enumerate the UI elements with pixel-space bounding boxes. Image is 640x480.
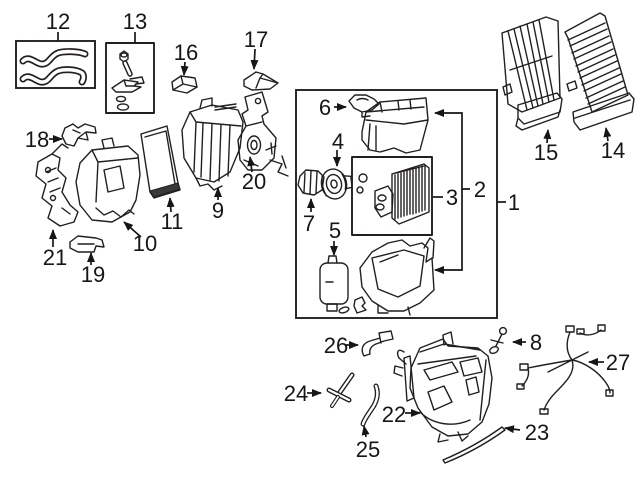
part-3-evaporator-art — [351, 156, 433, 236]
part-23-art — [442, 426, 506, 464]
part-label-6: 6 — [319, 95, 331, 120]
part-label-21: 21 — [43, 245, 67, 270]
part-18-art — [61, 123, 97, 147]
part-21-art — [35, 143, 79, 227]
part-13-hardware-box-art — [105, 42, 155, 114]
part-label-25: 25 — [356, 437, 380, 462]
part-16-art — [171, 75, 198, 94]
part-label-14: 14 — [601, 138, 625, 163]
part-label-18: 18 — [25, 127, 49, 152]
part-label-23: 23 — [525, 420, 549, 445]
part-label-20: 20 — [242, 169, 266, 194]
part-9-art — [181, 97, 244, 191]
part-26-art — [361, 330, 394, 357]
part-5-art — [319, 255, 367, 314]
group-box-1 — [295, 89, 498, 319]
part-14-art — [564, 12, 635, 131]
part-11-art — [140, 125, 181, 199]
leader-11 — [166, 197, 175, 213]
part-label-10: 10 — [133, 231, 157, 256]
part-10-art — [75, 137, 141, 223]
part-4-art — [320, 168, 353, 200]
part-label-9: 9 — [212, 198, 224, 223]
part-label-5: 5 — [329, 218, 341, 243]
part-label-17: 17 — [244, 27, 268, 52]
part-label-2: 2 — [474, 177, 486, 202]
leader-15 — [543, 129, 552, 144]
leader-17 — [250, 48, 259, 70]
part-1-lower-housing-art — [359, 237, 435, 316]
part-22-art — [393, 331, 493, 443]
part-label-4: 4 — [332, 129, 344, 154]
leader-16 — [180, 61, 189, 76]
leader-20 — [247, 156, 256, 173]
part-label-15: 15 — [534, 140, 558, 165]
part-label-24: 24 — [284, 381, 308, 406]
part-label-12: 12 — [46, 9, 70, 34]
part-6-art — [348, 94, 380, 118]
leader-23 — [504, 425, 521, 434]
part-label-11: 11 — [161, 209, 184, 234]
part-8-art — [489, 326, 508, 355]
part-24-art — [326, 372, 355, 408]
leader-14 — [603, 127, 612, 142]
leader-10 — [123, 221, 142, 238]
part-label-19: 19 — [81, 262, 105, 287]
leader-25 — [361, 425, 370, 438]
part-label-1: 1 — [508, 190, 520, 215]
part-15-art — [501, 16, 563, 131]
part-19-art — [69, 235, 105, 253]
leader-lines — [49, 32, 612, 438]
leader-2-lower — [434, 189, 463, 274]
part-7-art — [297, 169, 325, 196]
part-20-art — [237, 91, 289, 177]
part-label-13: 13 — [123, 9, 147, 34]
part-label-16: 16 — [174, 40, 198, 65]
part-label-26: 26 — [324, 333, 348, 358]
part-12-hose-box-art — [15, 40, 96, 89]
part-label-3: 3 — [446, 185, 458, 210]
part-label-7: 7 — [303, 211, 315, 236]
part-27-art — [516, 324, 614, 415]
part-label-8: 8 — [530, 330, 542, 355]
part-1-upper-cover-art — [361, 97, 429, 154]
part-label-22: 22 — [382, 402, 406, 427]
leader-2-upper — [434, 109, 470, 190]
part-17-art — [243, 71, 279, 91]
part-label-27: 27 — [606, 350, 630, 375]
part-25-art — [360, 383, 380, 427]
